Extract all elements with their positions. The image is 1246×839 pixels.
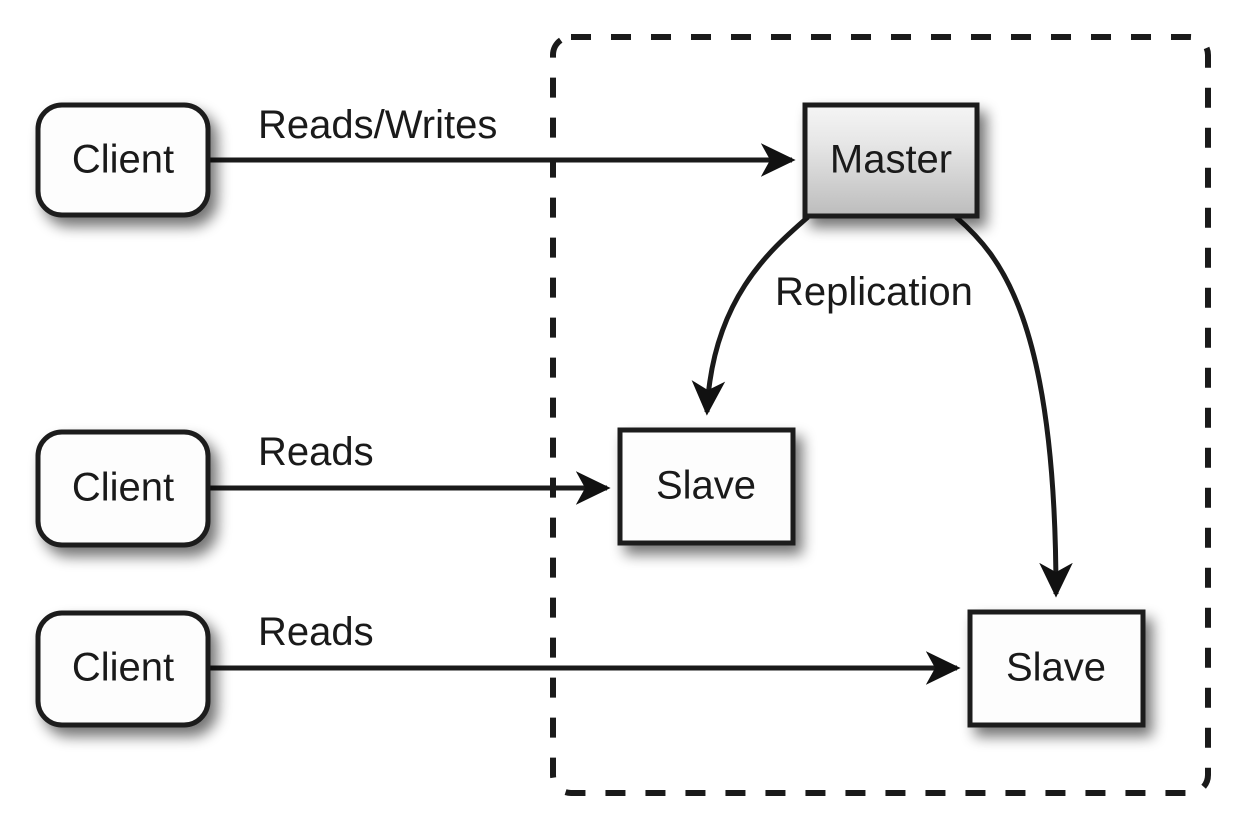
node-client-1[interactable] bbox=[35, 102, 211, 218]
edge-master-slave1-curve bbox=[691, 215, 810, 416]
edge-label-reads-writes: Reads/Writes bbox=[258, 103, 497, 147]
slave-2-box bbox=[967, 609, 1146, 728]
edge-master-slave2-curve bbox=[954, 215, 1073, 598]
node-slave-1[interactable] bbox=[617, 427, 796, 546]
slave-1-box bbox=[617, 427, 796, 546]
client-2-box bbox=[35, 429, 211, 548]
node-client-3[interactable] bbox=[35, 610, 211, 728]
master-label: Master bbox=[830, 138, 952, 182]
node-client-2[interactable] bbox=[35, 429, 211, 548]
edge-label-reads-bottom: Reads bbox=[258, 610, 374, 654]
client-3-label: Client bbox=[72, 646, 174, 690]
client-2-label: Client bbox=[72, 466, 174, 510]
client-1-box bbox=[35, 102, 211, 218]
slave-2-label: Slave bbox=[1006, 646, 1106, 690]
edge-label-replication: Replication bbox=[775, 270, 973, 314]
slave-1-label: Slave bbox=[656, 464, 756, 508]
client-3-box bbox=[35, 610, 211, 728]
node-master[interactable] bbox=[802, 102, 980, 219]
master-box bbox=[802, 102, 980, 219]
node-slave-2[interactable] bbox=[967, 609, 1146, 728]
edge-label-reads-middle: Reads bbox=[258, 430, 374, 474]
database-cluster-boundary bbox=[550, 34, 1211, 796]
client-1-label: Client bbox=[72, 138, 174, 182]
